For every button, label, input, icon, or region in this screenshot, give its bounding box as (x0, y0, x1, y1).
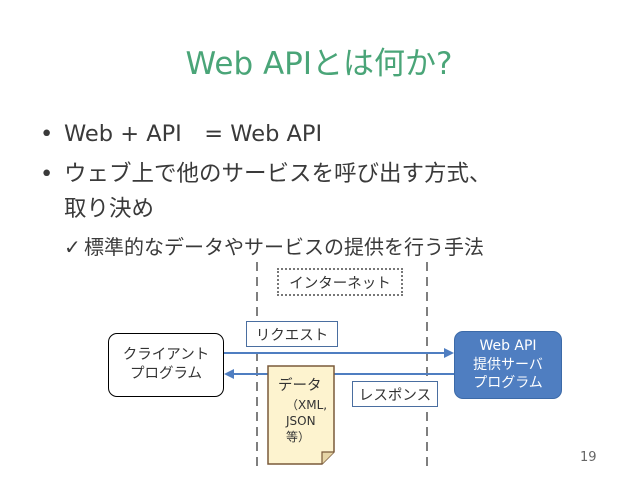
response-label: レスポンス (352, 381, 438, 407)
data-document-text: データ （XML, JSON 等） (278, 378, 327, 445)
server-line1: Web API (479, 338, 537, 355)
slide-title: Web APIとは何か? (185, 46, 453, 82)
bullet-1-text: Web + API = Web API (64, 121, 323, 147)
request-label: リクエスト (246, 321, 338, 347)
data-document-fold (321, 451, 334, 464)
data-line1: データ (278, 378, 322, 394)
bullet-2-continuation: 取り決め (64, 196, 155, 222)
checkmark-icon: ✓ (64, 235, 81, 259)
bullet-2-text: ウェブ上で他のサービスを呼び出す方式、 (64, 161, 492, 187)
data-line3: JSON (286, 414, 316, 428)
bullet-2: • ウェブ上で他のサービスを呼び出す方式、 (40, 156, 492, 188)
server-line3: プログラム (473, 375, 543, 392)
client-program-box: クライアント プログラム (108, 333, 224, 397)
sub-bullet: ✓標準的なデータやサービスの提供を行う手法 (64, 231, 484, 260)
server-line2: 提供サーバ (473, 356, 543, 373)
bullet-marker: • (40, 121, 54, 147)
page-number: 19 (580, 450, 597, 465)
internet-label: インターネット (277, 268, 403, 296)
client-line1: クライアント (122, 347, 210, 363)
bullet-marker: • (40, 161, 54, 187)
web-api-server-box: Web API 提供サーバ プログラム (454, 331, 562, 399)
sub-bullet-text: 標準的なデータやサービスの提供を行う手法 (84, 235, 484, 259)
client-line2: プログラム (129, 366, 203, 382)
data-line2: （XML, (286, 398, 328, 412)
bullet-1: • Web + API = Web API (40, 116, 322, 148)
data-line4: 等） (286, 430, 311, 444)
